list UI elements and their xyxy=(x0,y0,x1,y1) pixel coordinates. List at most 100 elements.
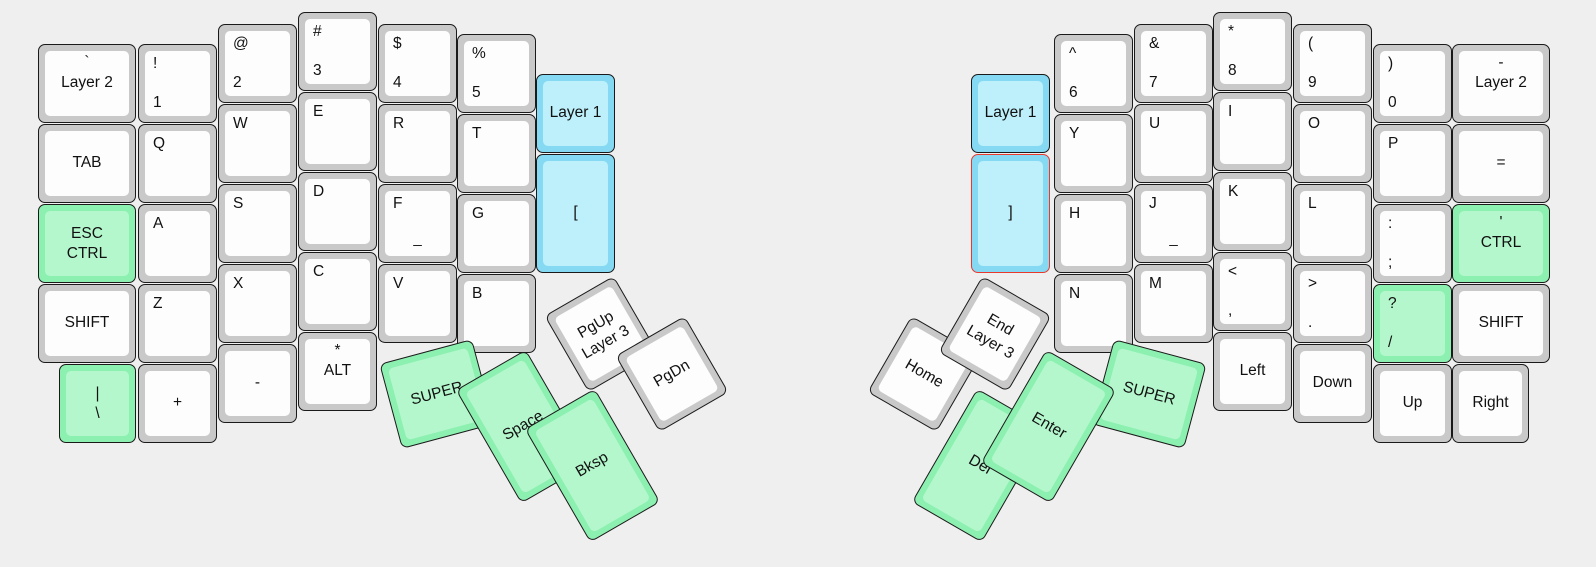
key-bracket-right[interactable]: ] xyxy=(971,154,1050,273)
key-p[interactable]: P xyxy=(1373,124,1452,203)
key-r[interactable]: R xyxy=(378,104,457,183)
key-a[interactable]: A xyxy=(138,204,217,283)
key-slash[interactable]: ?/ xyxy=(1373,284,1452,363)
key-period-shift-legend: > xyxy=(1308,275,1318,292)
key-comma[interactable]: <, xyxy=(1213,252,1292,331)
key-h[interactable]: H xyxy=(1054,194,1133,273)
key-o-cap: O xyxy=(1300,111,1365,176)
key-left[interactable]: Left xyxy=(1213,332,1292,411)
key-g-shift-legend: G xyxy=(472,205,485,222)
key-4-cap: $4 xyxy=(385,31,450,96)
key-bracket-left-label: [ xyxy=(573,204,578,222)
key-slash-base-legend: / xyxy=(1388,333,1393,351)
key-layer2-grave[interactable]: ` Layer 2 xyxy=(38,44,136,123)
key-g-cap: G xyxy=(464,201,529,266)
key-up[interactable]: Up xyxy=(1373,364,1452,443)
key-5[interactable]: %5 xyxy=(457,34,536,113)
key-pipe-backslash[interactable]: |\ xyxy=(59,364,136,443)
key-minus-layer2[interactable]: -Layer 2 xyxy=(1452,44,1550,123)
key-right[interactable]: Right xyxy=(1452,364,1529,443)
key-minus-cap: - xyxy=(225,351,290,416)
key-c-cap: C xyxy=(305,259,370,324)
key-quote-ctrl[interactable]: 'CTRL xyxy=(1452,204,1550,283)
key-9[interactable]: (9 xyxy=(1293,24,1372,103)
key-u[interactable]: U xyxy=(1134,104,1213,183)
key-bracket-left-cap: [ xyxy=(543,161,608,266)
key-q[interactable]: Q xyxy=(138,124,217,203)
key-layer2-grave-top-legend: ` xyxy=(84,54,90,71)
key-2-cap: @2 xyxy=(225,31,290,96)
key-bracket-left[interactable]: [ xyxy=(536,154,615,273)
key-layer2-grave-label: Layer 2 xyxy=(61,74,113,92)
key-4-shift-legend: $ xyxy=(393,35,402,52)
key-w[interactable]: W xyxy=(218,104,297,183)
key-slash-cap: ?/ xyxy=(1380,291,1445,356)
key-period-base-legend: . xyxy=(1308,313,1313,331)
key-v-cap: V xyxy=(385,271,450,336)
key-e[interactable]: E xyxy=(298,92,377,171)
key-super-right-cap: SUPER xyxy=(1099,347,1199,441)
key-1-base-legend: 1 xyxy=(153,93,162,111)
key-shift-right[interactable]: SHIFT xyxy=(1452,284,1550,363)
key-quote-ctrl-top-legend: ' xyxy=(1499,214,1503,231)
key-semicolon[interactable]: :; xyxy=(1373,204,1452,283)
key-3[interactable]: #3 xyxy=(298,12,377,91)
key-s[interactable]: S xyxy=(218,184,297,263)
key-v[interactable]: V xyxy=(378,264,457,343)
key-quote-ctrl-cap: 'CTRL xyxy=(1459,211,1543,276)
key-1[interactable]: !1 xyxy=(138,44,217,123)
key-u-shift-legend: U xyxy=(1149,115,1161,132)
key-period[interactable]: >. xyxy=(1293,264,1372,343)
key-o[interactable]: O xyxy=(1293,104,1372,183)
key-k[interactable]: K xyxy=(1213,172,1292,251)
key-k-cap: K xyxy=(1220,179,1285,244)
key-g[interactable]: G xyxy=(457,194,536,273)
key-5-cap: %5 xyxy=(464,41,529,106)
key-plus[interactable]: + xyxy=(138,364,217,443)
key-tab[interactable]: TAB xyxy=(38,124,136,203)
key-i[interactable]: I xyxy=(1213,92,1292,171)
key-f[interactable]: F_ xyxy=(378,184,457,263)
key-t[interactable]: T xyxy=(457,114,536,193)
key-r-shift-legend: R xyxy=(393,115,405,132)
key-x-cap: X xyxy=(225,271,290,336)
key-period-cap: >. xyxy=(1300,271,1365,336)
key-2[interactable]: @2 xyxy=(218,24,297,103)
key-layer1-right[interactable]: Layer 1 xyxy=(971,74,1050,153)
key-0[interactable]: )0 xyxy=(1373,44,1452,123)
key-j[interactable]: J_ xyxy=(1134,184,1213,263)
key-equal[interactable]: = xyxy=(1452,124,1550,203)
key-f-homing-bar: _ xyxy=(413,230,422,248)
key-shift-left[interactable]: SHIFT xyxy=(38,284,136,363)
key-v-shift-legend: V xyxy=(393,275,404,292)
key-comma-cap: <, xyxy=(1220,259,1285,324)
key-l[interactable]: L xyxy=(1293,184,1372,263)
key-comma-shift-legend: < xyxy=(1228,263,1238,280)
key-5-base-legend: 5 xyxy=(472,83,481,101)
key-d-shift-legend: D xyxy=(313,183,325,200)
key-f-shift-legend: F xyxy=(393,195,403,212)
key-8[interactable]: *8 xyxy=(1213,12,1292,91)
key-n-shift-legend: N xyxy=(1069,285,1081,302)
key-b[interactable]: B xyxy=(457,274,536,353)
key-r-cap: R xyxy=(385,111,450,176)
key-y-cap: Y xyxy=(1061,121,1126,186)
key-8-base-legend: 8 xyxy=(1228,61,1237,79)
key-c[interactable]: C xyxy=(298,252,377,331)
key-d[interactable]: D xyxy=(298,172,377,251)
key-x[interactable]: X xyxy=(218,264,297,343)
key-y[interactable]: Y xyxy=(1054,114,1133,193)
key-4[interactable]: $4 xyxy=(378,24,457,103)
key-w-shift-legend: W xyxy=(233,115,248,132)
key-m[interactable]: M xyxy=(1134,264,1213,343)
key-plus-cap: + xyxy=(145,371,210,436)
key-6[interactable]: ^6 xyxy=(1054,34,1133,113)
key-layer1-left[interactable]: Layer 1 xyxy=(536,74,615,153)
key-z[interactable]: Z xyxy=(138,284,217,363)
key-7[interactable]: &7 xyxy=(1134,24,1213,103)
key-down[interactable]: Down xyxy=(1293,344,1372,423)
key-0-cap: )0 xyxy=(1380,51,1445,116)
key-minus[interactable]: - xyxy=(218,344,297,423)
key-alt[interactable]: *ALT xyxy=(298,332,377,411)
